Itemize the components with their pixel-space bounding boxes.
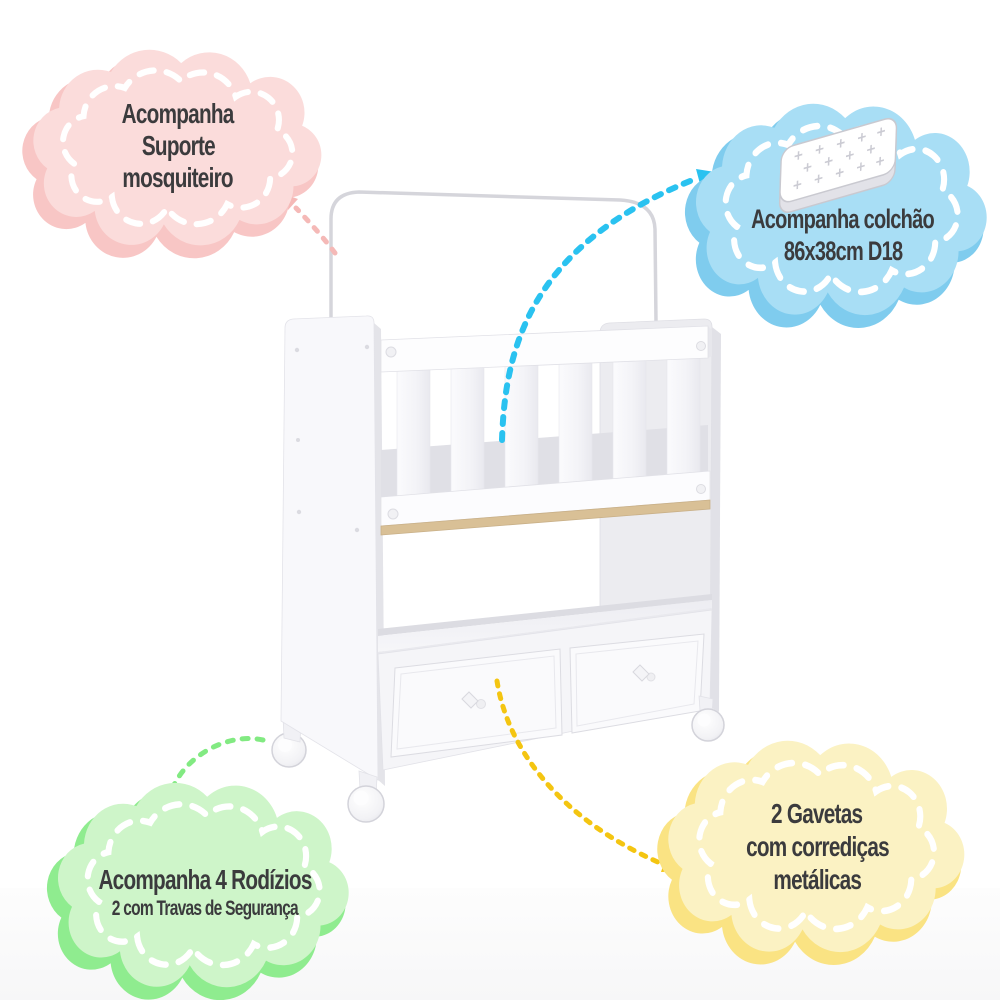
- mattress-icon: [778, 117, 898, 213]
- crib-slat: [558, 359, 593, 487]
- crib-slat: [666, 355, 701, 479]
- mattress-base-edge: [380, 499, 711, 536]
- drawer-right-frame: [575, 640, 699, 727]
- shelf-back-slot: [378, 594, 712, 636]
- top-rail-end-face: [708, 326, 712, 358]
- drawer-right: [569, 633, 705, 734]
- drawer-knob-left: [461, 691, 486, 709]
- drawer-knob-right: [632, 664, 656, 682]
- crib-slat: [450, 364, 485, 495]
- screw-cap: [696, 484, 706, 494]
- storage-shelf-top: [378, 600, 712, 652]
- caster-wheel-highlight: [353, 790, 369, 806]
- crib-slat: [504, 361, 539, 491]
- arrow-to-mosquiteiro-callout: [293, 205, 338, 256]
- arrow-to-colchao-callout: [499, 176, 698, 443]
- crib-slat: [396, 367, 431, 500]
- caster-wheel-front-left: [347, 785, 385, 823]
- callout-cloud-rodizios: [46, 782, 349, 1000]
- callout-cloud-mosquiteiro: [22, 49, 322, 259]
- crib-right-panel-edge: [710, 327, 721, 712]
- drawer-left-frame: [396, 655, 557, 750]
- screw-cap: [385, 346, 397, 358]
- quilt-marks: [793, 127, 885, 190]
- screw-cap: [387, 508, 399, 520]
- crib-top-rail: [380, 325, 709, 373]
- crib-slat: [612, 357, 647, 483]
- crib-left-panel: [280, 315, 379, 781]
- mosquito-net-support-bar: [329, 190, 658, 324]
- arrow-to-rodizios-callout: [171, 736, 266, 788]
- panel-screw-dots: [294, 344, 370, 533]
- screw-cap: [696, 341, 706, 351]
- caster-wheel-highlight: [697, 713, 711, 727]
- callout-cloud-gavetas: [657, 740, 965, 965]
- caster-wheel-highlight: [278, 738, 292, 752]
- callout-cloud-colchao: [684, 103, 987, 328]
- arrow-to-gavetas-callout: [494, 678, 663, 866]
- crib-illustration: [271, 190, 725, 823]
